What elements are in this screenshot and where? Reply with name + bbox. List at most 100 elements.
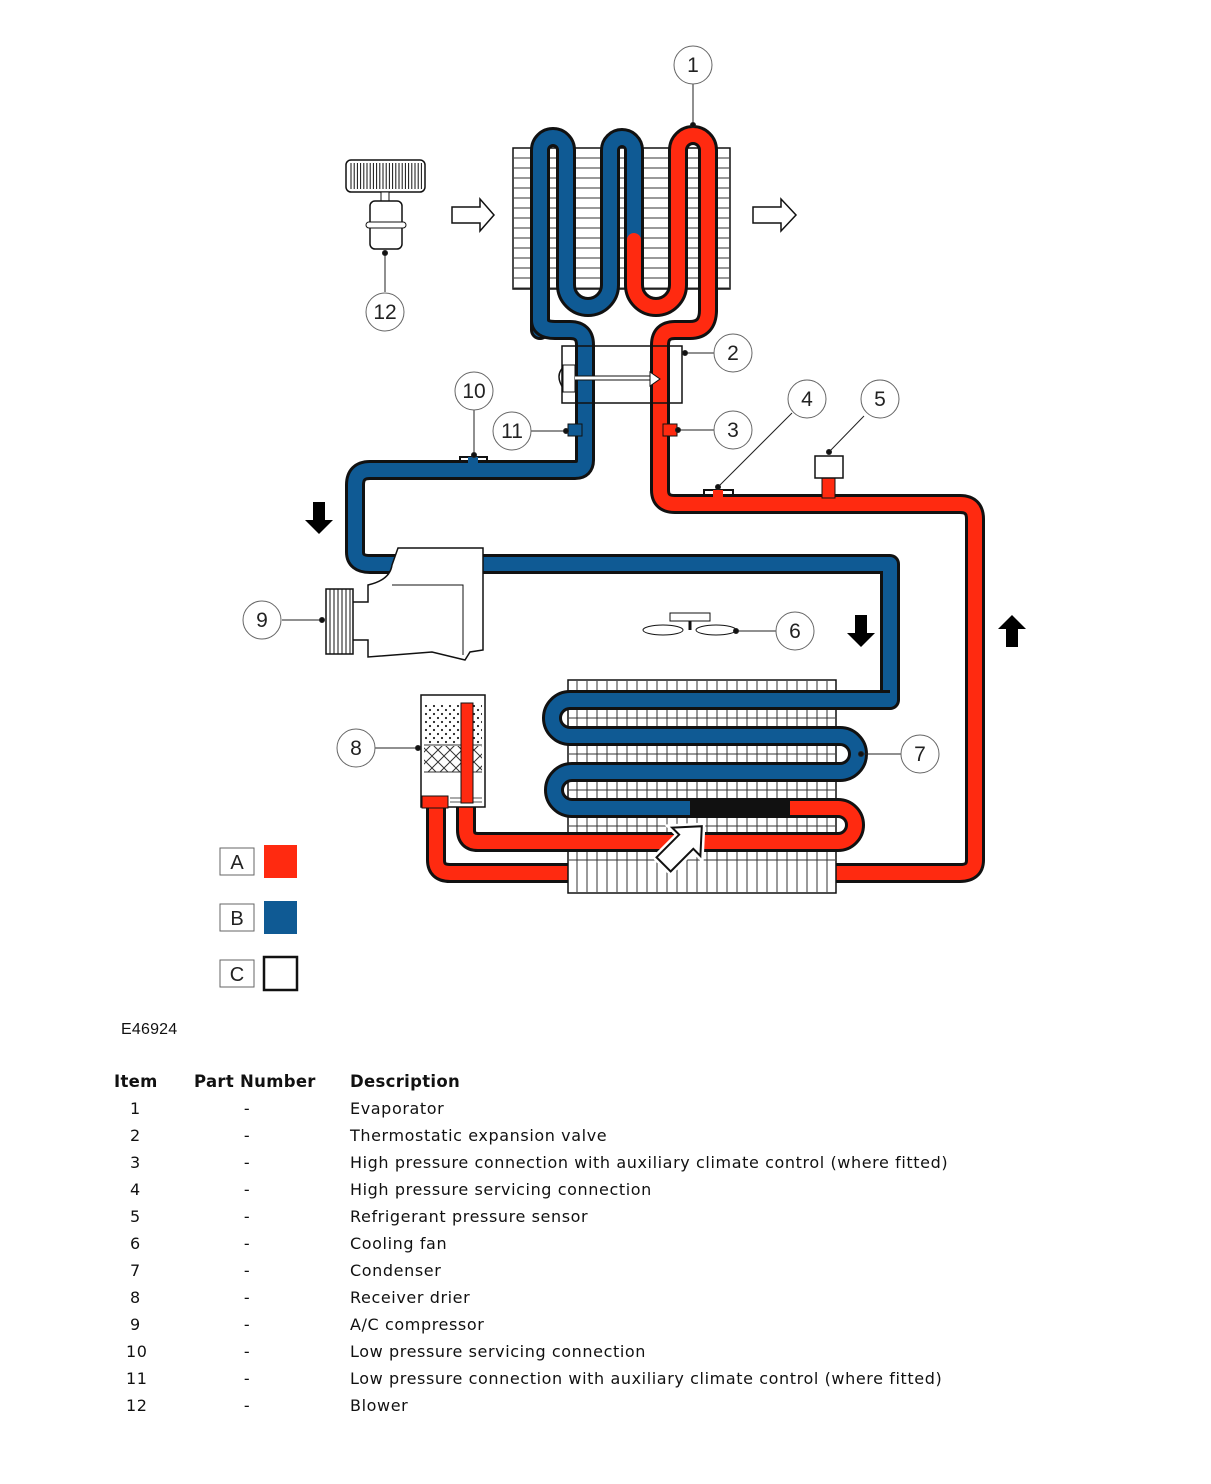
cell-item: 11: [126, 1369, 148, 1388]
cell-item: 12: [126, 1396, 148, 1415]
table-row: 11 - Low pressure connection with auxiliar…: [110, 1365, 948, 1392]
flow-arrow-down-left: [305, 502, 333, 534]
callout-8: 8: [336, 728, 376, 768]
cell-item: 7: [130, 1261, 141, 1280]
legend-swatch-a: [264, 845, 297, 878]
cell-part-number: -: [243, 1180, 251, 1199]
callout-11: 11: [492, 411, 532, 451]
airflow-arrow-condenser: [651, 822, 706, 877]
cell-description: Condenser: [350, 1261, 442, 1280]
table-row: 2 - Thermostatic expansion valve: [110, 1122, 948, 1149]
svg-text:A: A: [230, 852, 244, 874]
cell-description: Evaporator: [350, 1099, 445, 1118]
cell-description: Low pressure servicing connection: [350, 1342, 647, 1361]
cell-description: Low pressure connection with auxiliary c…: [350, 1369, 943, 1388]
flow-arrow-up-right: [998, 615, 1026, 647]
cell-description: Blower: [350, 1396, 409, 1415]
cell-description: High pressure connection with auxiliary …: [350, 1153, 949, 1172]
svg-text:12: 12: [373, 301, 396, 324]
receiver-drier: [420, 694, 486, 809]
callout-3: 3: [713, 410, 753, 450]
airflow-arrow-in: [451, 197, 495, 233]
cell-part-number: -: [243, 1153, 251, 1172]
table-row: 1 - Evaporator: [110, 1095, 948, 1122]
header-part-number: Part Number: [194, 1072, 316, 1091]
table-row: 4-High pressure servicing connection: [110, 1176, 948, 1203]
blower: [345, 159, 426, 250]
legend-item-b: B: [219, 901, 297, 934]
cell-part-number: -: [243, 1261, 251, 1280]
table-row: 12 - Blower: [110, 1392, 948, 1419]
low-pressure-line: [348, 319, 897, 707]
cell-part-number: -: [243, 1288, 251, 1307]
callout-12: 12: [365, 292, 405, 332]
cell-item: 10: [126, 1342, 148, 1361]
high-pressure-aux-connection: [662, 423, 678, 437]
cell-description: Cooling fan: [350, 1234, 448, 1253]
callout-6: 6: [775, 611, 815, 651]
parts-table: Item Part Number Description 1 - Evaporato…: [110, 1068, 948, 1419]
cell-item: 9: [130, 1315, 141, 1334]
callout-9: 9: [242, 600, 282, 640]
cell-part-number: -: [243, 1369, 251, 1388]
cooling-fan: [642, 612, 737, 636]
legend: A B C: [219, 845, 299, 992]
svg-text:11: 11: [501, 420, 523, 443]
table-row: 9 - A/C compressor: [110, 1311, 948, 1338]
cell-item: 2: [130, 1126, 141, 1145]
callout-10: 10: [454, 371, 494, 411]
legend-swatch-b: [264, 901, 297, 934]
cell-part-number: -: [243, 1207, 251, 1226]
cell-part-number: -: [243, 1315, 251, 1334]
cell-description: Receiver drier: [350, 1288, 471, 1307]
svg-text:5: 5: [874, 388, 886, 411]
thermostatic-expansion-valve: [558, 345, 683, 404]
legend-item-c: C: [219, 955, 299, 992]
cell-description: Thermostatic expansion valve: [350, 1126, 608, 1145]
figure-id: E46924: [121, 1021, 178, 1038]
condenser: [567, 679, 837, 894]
ac-compressor: [325, 547, 484, 661]
callout-7: 7: [900, 734, 940, 774]
svg-text:B: B: [230, 908, 243, 930]
cell-item: 1: [130, 1099, 141, 1118]
cell-part-number: -: [243, 1342, 251, 1361]
low-pressure-aux-connection: [567, 423, 583, 437]
cell-description: Refrigerant pressure sensor: [350, 1207, 589, 1226]
flow-arrow-down-right: [847, 615, 875, 647]
airflow-arrow-out: [752, 197, 798, 233]
table-row: 3-High pressure connection with auxiliar…: [110, 1149, 948, 1176]
high-pressure-line: [429, 309, 982, 880]
cell-item: 8: [130, 1288, 141, 1307]
header-description: Description: [350, 1072, 461, 1091]
ac-refrigerant-circuit-diagram: 1 2 3 4 5 6 7 8 9 10 11 12 A B C: [219, 45, 1026, 992]
table-header-row: Item Part Number Description: [110, 1068, 948, 1095]
svg-text:9: 9: [256, 609, 268, 632]
callout-4: 4: [787, 379, 827, 419]
cell-description: A/C compressor: [350, 1315, 485, 1334]
refrigerant-pressure-sensor: [814, 455, 844, 499]
svg-text:6: 6: [789, 620, 801, 643]
callout-1: 1: [673, 45, 713, 85]
svg-text:8: 8: [350, 737, 362, 760]
table-row: 7 - Condenser: [110, 1257, 948, 1284]
cell-part-number: -: [243, 1126, 251, 1145]
svg-text:7: 7: [914, 743, 926, 766]
cell-item: 6: [130, 1234, 141, 1253]
cell-part-number: -: [243, 1396, 251, 1415]
evaporator-tubes: [530, 125, 718, 340]
cell-item: 5: [130, 1207, 141, 1226]
table-row: 10 - Low pressure servicing connection: [110, 1338, 948, 1365]
high-pressure-service-port: [703, 489, 734, 498]
table-row: 5 - Refrigerant pressure sensor: [110, 1203, 948, 1230]
callout-5: 5: [860, 379, 900, 419]
legend-swatch-c: [262, 955, 299, 992]
table-row: 8 - Receiver drier: [110, 1284, 948, 1311]
svg-text:2: 2: [727, 342, 739, 365]
cell-part-number: -: [243, 1099, 251, 1118]
svg-text:1: 1: [687, 54, 699, 77]
svg-text:4: 4: [801, 388, 813, 411]
svg-text:C: C: [230, 964, 244, 986]
cell-description: High pressure servicing connection: [350, 1180, 652, 1199]
legend-item-a: A: [219, 845, 297, 878]
